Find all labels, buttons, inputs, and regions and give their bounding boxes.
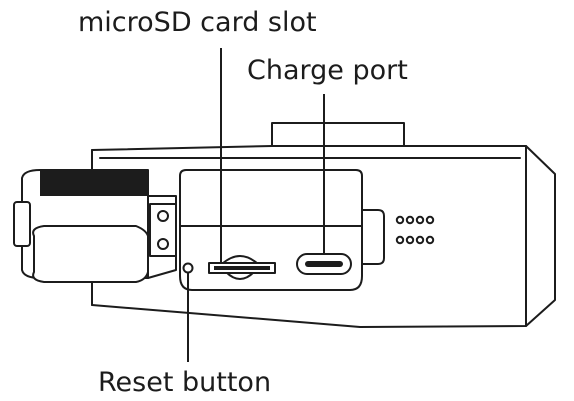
hinge-flange-bottom [147, 255, 177, 279]
swivel-knuckle-top [40, 170, 148, 196]
speaker-hole-icon [395, 215, 405, 225]
speaker-grille [395, 215, 435, 245]
speaker-hole-icon [415, 235, 425, 245]
hinge-flange-top [147, 195, 177, 205]
hinge-screw-top-icon [157, 210, 169, 222]
reset-pinhole-icon [182, 262, 194, 274]
hinge-screw-bottom-icon [157, 238, 169, 250]
charge-port-opening [305, 261, 343, 267]
swivel-edge-tab [13, 201, 31, 247]
dashcam-body [13, 122, 556, 328]
speaker-hole-icon [405, 235, 415, 245]
main-housing [91, 145, 556, 328]
microsd-card-slot-label: microSD card slot [78, 7, 317, 38]
reset-button-label: Reset button [98, 367, 271, 398]
hinge-plate [149, 203, 177, 257]
microsd-finger-notch [221, 255, 259, 265]
speaker-hole-icon [425, 215, 435, 225]
speaker-hole-icon [395, 235, 405, 245]
microsd-finger-notch-lower [225, 271, 255, 280]
speaker-hole-icon [405, 215, 415, 225]
side-button [361, 209, 385, 265]
top-mount-bump [271, 122, 405, 147]
swivel-front-cap [32, 225, 149, 283]
speaker-hole-icon [415, 215, 425, 225]
charge-port-label: Charge port [247, 55, 408, 86]
speaker-hole-icon [425, 235, 435, 245]
microsd-slot-opening [214, 266, 270, 270]
